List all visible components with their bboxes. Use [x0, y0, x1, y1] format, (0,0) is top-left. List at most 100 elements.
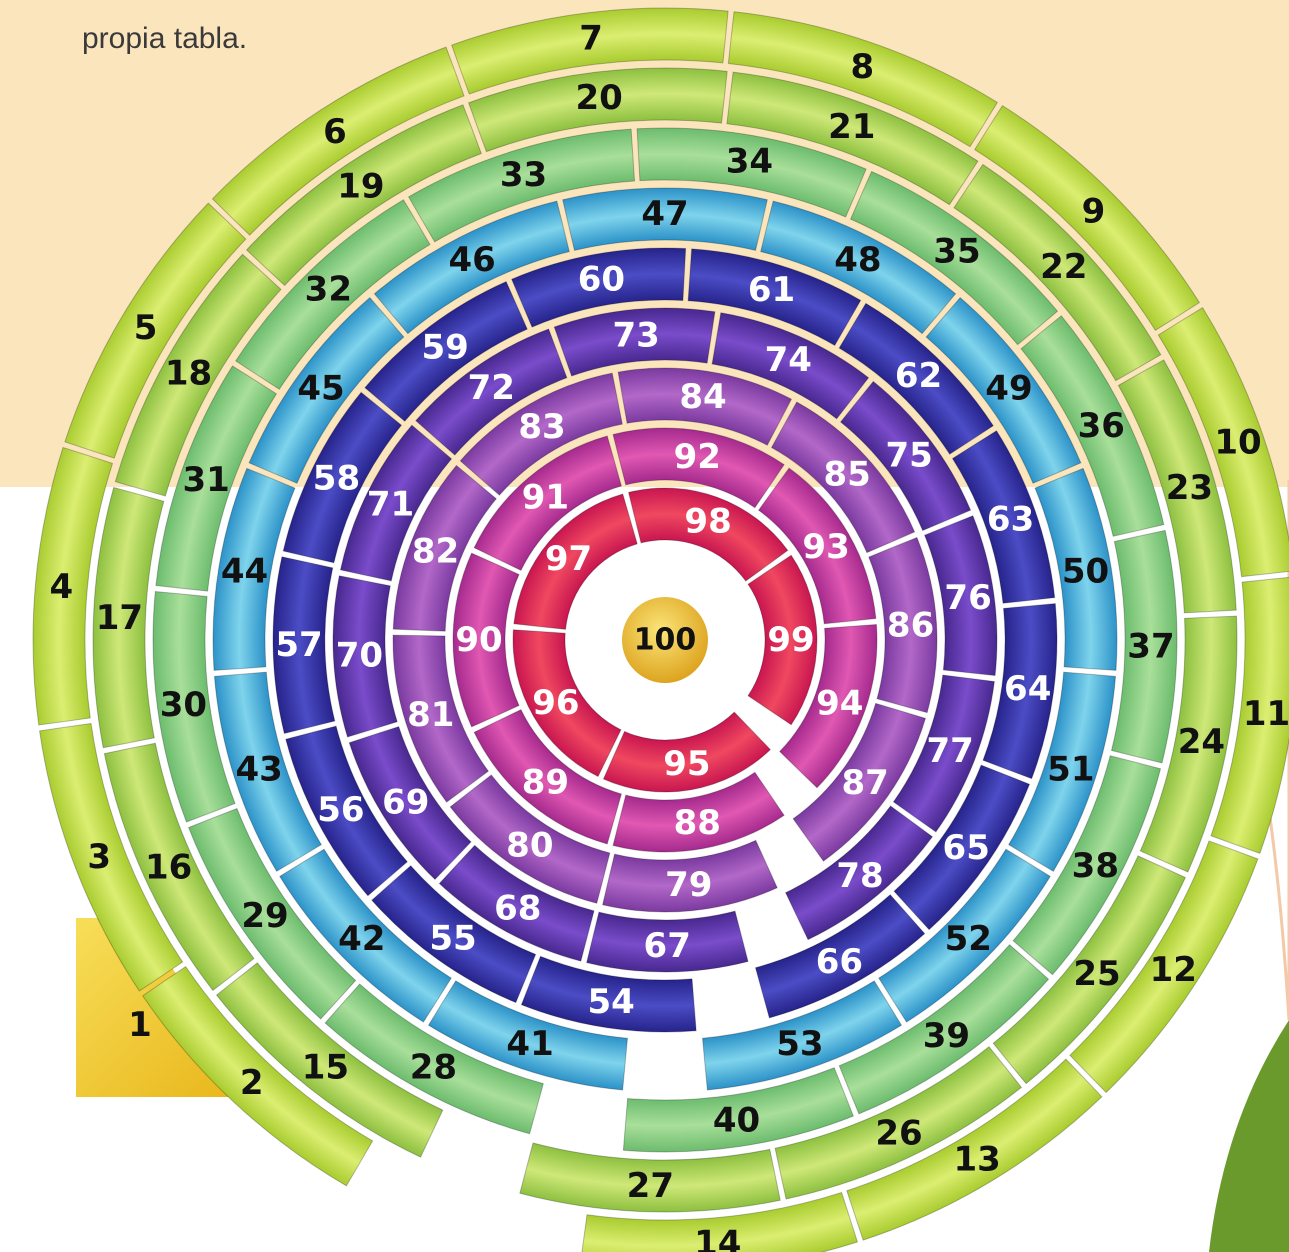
board-tile[interactable]: 12	[1069, 840, 1259, 1094]
board-tile-label: 27	[627, 1166, 674, 1206]
board-tile[interactable]: 30	[152, 590, 236, 823]
board-tile[interactable]: 18	[114, 253, 282, 497]
board-tile[interactable]: 32	[235, 199, 431, 390]
board-tile[interactable]: 50	[1034, 467, 1118, 671]
board-tile[interactable]: 98	[627, 487, 789, 582]
board-tile[interactable]: 73	[553, 307, 716, 377]
board-tile[interactable]: 51	[1007, 671, 1117, 872]
board-tile[interactable]: 6	[211, 46, 465, 236]
board-tile[interactable]: 72	[415, 328, 568, 456]
board-tile[interactable]: 25	[992, 855, 1187, 1085]
board-tile[interactable]: 40	[622, 1067, 855, 1153]
board-tile[interactable]: 71	[339, 424, 453, 582]
board-tile[interactable]: 86	[868, 536, 938, 714]
board-tile[interactable]: 37	[1110, 529, 1178, 764]
board-tile[interactable]: 85	[770, 401, 916, 554]
board-tile[interactable]: 80	[449, 774, 611, 904]
board-tile[interactable]: 79	[602, 839, 778, 913]
board-tile[interactable]: 15	[215, 962, 444, 1158]
board-tile[interactable]: 7	[451, 7, 729, 95]
board-tile[interactable]: 94	[779, 623, 878, 789]
board-tile[interactable]: 78	[784, 805, 934, 941]
board-tile[interactable]: 5	[64, 202, 247, 459]
board-tile[interactable]: 65	[893, 764, 1031, 931]
board-tile[interactable]: 58	[282, 391, 403, 564]
board-tile[interactable]: 53	[701, 980, 903, 1091]
board-tile[interactable]: 21	[726, 71, 979, 206]
board-tile[interactable]: 99	[747, 554, 818, 726]
board-tile[interactable]: 77	[892, 674, 995, 833]
board-tile[interactable]: 93	[757, 467, 877, 625]
board-tile[interactable]: 34	[636, 127, 867, 218]
board-tile[interactable]: 52	[878, 848, 1051, 1023]
board-tile[interactable]: 87	[792, 702, 927, 862]
board-tile[interactable]: 74	[711, 312, 870, 420]
board-tile[interactable]: 69	[348, 725, 472, 881]
board-tile[interactable]: 91	[473, 435, 623, 572]
board-tile[interactable]: 26	[774, 1045, 1023, 1200]
board-tile[interactable]: 95	[602, 711, 772, 793]
board-tile[interactable]: 96	[512, 629, 622, 778]
board-tile[interactable]: 54	[520, 955, 697, 1033]
board-tile[interactable]: 97	[513, 493, 638, 630]
board-tile[interactable]: 23	[1117, 359, 1237, 614]
board-tile[interactable]: 55	[371, 864, 537, 1004]
board-tile[interactable]: 11	[1210, 576, 1289, 854]
board-tile[interactable]: 2	[142, 965, 374, 1187]
board-tile[interactable]: 46	[373, 200, 570, 335]
board-tile[interactable]: 84	[617, 367, 793, 446]
board-tile[interactable]: 3	[39, 722, 184, 992]
board-tile[interactable]: 82	[392, 464, 497, 632]
board-tile[interactable]: 49	[925, 296, 1082, 484]
board-tile[interactable]: 68	[438, 844, 595, 962]
board-tile[interactable]: 88	[612, 771, 785, 853]
board-tile[interactable]: 9	[973, 104, 1201, 332]
board-tile[interactable]: 47	[562, 187, 768, 251]
board-tile[interactable]: 59	[364, 280, 528, 422]
board-tile[interactable]: 76	[923, 515, 998, 677]
board-tile[interactable]: 20	[467, 67, 728, 153]
board-tile[interactable]: 43	[213, 671, 323, 872]
board-tile[interactable]: 31	[155, 365, 278, 592]
board-tile[interactable]: 8	[727, 11, 999, 148]
board-tile[interactable]: 33	[407, 128, 636, 243]
board-tile[interactable]: 81	[392, 634, 490, 803]
board-tile[interactable]: 29	[187, 807, 357, 1020]
board-tile[interactable]: 27	[519, 1142, 781, 1213]
board-tile[interactable]: 90	[452, 552, 520, 728]
board-tile[interactable]: 4	[32, 446, 114, 726]
board-tile[interactable]: 17	[92, 486, 165, 749]
board-tile[interactable]: 66	[754, 894, 926, 1019]
board-tile[interactable]: 38	[1012, 755, 1162, 976]
board-tile[interactable]: 24	[1139, 615, 1238, 873]
board-tile[interactable]: 44	[212, 467, 296, 671]
board-tile[interactable]: 75	[839, 380, 972, 532]
board-tile[interactable]: 28	[324, 983, 544, 1135]
board-tile[interactable]: 57	[272, 556, 336, 735]
board-tile[interactable]: 92	[612, 427, 785, 509]
finish-tile[interactable]: 100	[616, 591, 714, 689]
board-tile[interactable]: 63	[951, 430, 1056, 604]
board-tile[interactable]: 60	[511, 247, 687, 328]
board-tile[interactable]: 39	[838, 944, 1050, 1115]
board-tile[interactable]: 19	[245, 104, 482, 287]
board-tile[interactable]: 48	[760, 200, 957, 335]
board-tile[interactable]: 22	[953, 163, 1162, 382]
board-tile[interactable]: 16	[103, 742, 255, 992]
board-tile[interactable]: 36	[1020, 315, 1165, 537]
board-tile[interactable]: 14	[580, 1191, 859, 1252]
board-tile[interactable]: 10	[1157, 306, 1289, 578]
board-tile[interactable]: 83	[459, 372, 623, 496]
board-tile[interactable]: 13	[846, 1058, 1103, 1241]
board-tile[interactable]: 70	[332, 575, 398, 738]
board-tile[interactable]: 89	[473, 708, 623, 845]
board-tile[interactable]: 62	[838, 302, 994, 455]
board-tile[interactable]: 35	[849, 170, 1059, 346]
board-tile[interactable]: 41	[427, 980, 629, 1091]
board-tile[interactable]: 64	[982, 603, 1058, 780]
board-tile[interactable]: 56	[285, 725, 408, 897]
board-tile[interactable]: 45	[248, 296, 405, 484]
board-tile[interactable]: 67	[586, 910, 749, 973]
board-tile[interactable]: 61	[687, 248, 862, 347]
board-tile[interactable]: 42	[279, 848, 452, 1023]
